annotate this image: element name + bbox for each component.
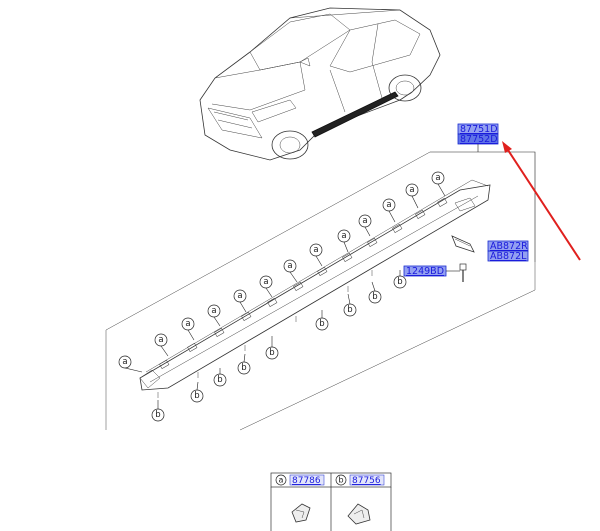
callout-leader: [124, 367, 143, 373]
callout-leader: [265, 287, 273, 298]
callout-label-a: a: [409, 185, 414, 195]
callout-label-a: a: [185, 319, 190, 329]
callout-circle-b: [343, 303, 357, 317]
legend-code-a[interactable]: 87786: [292, 476, 321, 486]
callout-leader: [388, 210, 396, 223]
main-part-code-group[interactable]: 87751D 87752D: [457, 123, 499, 145]
callout-label-a: a: [362, 216, 367, 226]
legend-item-b[interactable]: b 87756: [335, 474, 385, 486]
callout-label-a: a: [122, 357, 127, 367]
callout-label-a: a: [263, 277, 268, 287]
callout-leader: [343, 241, 349, 253]
callout-leader: [196, 381, 199, 391]
callout-label-b: b: [372, 292, 377, 302]
code-leader-line: [430, 144, 536, 262]
callout-circle-a: [337, 229, 351, 243]
callout-label-a: a: [211, 306, 216, 316]
side-sill-moulding: [139, 179, 491, 398]
legend-code-b[interactable]: 87756: [352, 476, 381, 486]
callout-circle-b: [213, 373, 227, 387]
callout-circle-a: [207, 304, 221, 318]
callout-label-b: b: [319, 319, 324, 329]
callout-leader: [289, 271, 298, 283]
callout-circle-a: [233, 289, 247, 303]
callout-label-b: b: [397, 277, 402, 287]
callout-label-a: a: [313, 245, 318, 255]
clip-b-drawing: [347, 503, 371, 525]
callout-leader: [213, 316, 221, 327]
callout-markers: a a a a a a a a a a a a a b b b b b b b b b: [118, 171, 446, 422]
callout-circle-a: [358, 214, 372, 228]
clip-a-drawing: [291, 503, 311, 523]
side-part-code-group[interactable]: AB872R AB872L: [487, 240, 529, 262]
callout-circle-a: [181, 317, 195, 331]
callout-circle-b: [237, 361, 251, 375]
callout-circle-a: [382, 198, 396, 212]
callout-leader: [347, 293, 351, 305]
part-code-AB872L[interactable]: AB872L: [490, 251, 527, 262]
callout-leader: [437, 183, 446, 197]
part-code-87752D[interactable]: 87752D: [460, 134, 498, 145]
callout-label-b: b: [194, 391, 199, 401]
callout-label-b: b: [217, 375, 222, 385]
part-code-AB872R[interactable]: AB872R: [490, 241, 528, 252]
callout-label-b: b: [347, 305, 352, 315]
callout-leader: [187, 329, 195, 341]
legend-letter-b: b: [338, 476, 343, 485]
red-arrow-annotation: [502, 141, 581, 261]
callout-label-b: b: [269, 348, 274, 358]
callout-label-a: a: [386, 200, 391, 210]
callout-leader: [411, 195, 419, 209]
callout-circle-a: [118, 355, 132, 369]
legend-item-a[interactable]: a 87786: [275, 474, 325, 486]
side-clip-part: [451, 235, 475, 253]
callout-label-a: a: [237, 291, 242, 301]
callout-label-b: b: [241, 363, 246, 373]
callout-label-a: a: [158, 335, 163, 345]
callout-leader: [243, 353, 246, 363]
callout-circle-a: [405, 183, 419, 197]
bolt-code-group[interactable]: 1249BD: [403, 265, 460, 277]
car-illustration: [199, 7, 441, 161]
callout-circle-a: [309, 243, 323, 257]
part-code-87751D[interactable]: 87751D: [460, 124, 498, 135]
callout-circle-b: [265, 346, 279, 360]
callout-circle-b: [190, 389, 204, 403]
callout-leader: [364, 226, 371, 237]
callout-leader: [160, 345, 169, 357]
callout-circle-b: [393, 275, 407, 289]
callout-leader: [239, 301, 247, 313]
callout-circle-a: [154, 333, 168, 347]
bolt-part: [459, 263, 467, 282]
legend-letter-a: a: [279, 476, 284, 485]
legend-table: a 87786 b 87756: [270, 472, 392, 531]
callout-label-b: b: [155, 410, 160, 420]
callout-circle-b: [368, 290, 382, 304]
callout-leader: [315, 255, 323, 267]
callout-circle-b: [315, 317, 329, 331]
callout-label-a: a: [341, 231, 346, 241]
callout-circle-a: [431, 171, 445, 185]
callout-leader: [371, 281, 376, 292]
callout-circle-b: [151, 408, 165, 422]
callout-label-a: a: [287, 261, 292, 271]
part-code-1249BD[interactable]: 1249BD: [406, 266, 444, 277]
callout-circle-a: [283, 259, 297, 273]
assembly-frame: [105, 151, 536, 431]
callout-circle-a: [259, 275, 273, 289]
callout-label-a: a: [435, 173, 440, 183]
